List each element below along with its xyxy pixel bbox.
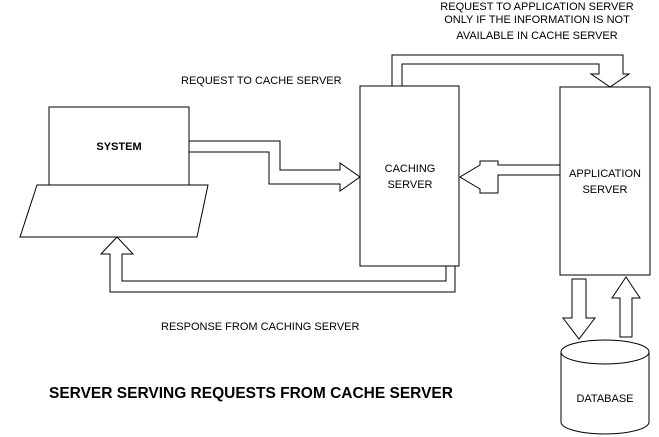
caching-server-box xyxy=(359,85,460,267)
app-to-cache-arrow xyxy=(459,160,561,194)
system-keyboard xyxy=(19,184,209,238)
request-to-app-label-line2: ONLY IF THE INFORMATION IS NOT xyxy=(444,14,630,26)
database-cylinder-rim xyxy=(560,351,650,365)
caching-server-label-line2: SERVER xyxy=(387,179,432,191)
request-to-cache-label: REQUEST TO CACHE SERVER xyxy=(181,75,342,87)
caching-server-node: CACHING SERVER xyxy=(359,85,460,267)
database-cylinder-body xyxy=(560,339,650,435)
diagram-caption: SERVER SERVING REQUESTS FROM CACHE SERVE… xyxy=(49,385,453,402)
application-server-node: APPLICATION SERVER xyxy=(559,86,651,276)
app-to-database-arrow xyxy=(561,278,597,340)
database-node: DATABASE xyxy=(560,339,650,435)
application-server-label-line1: APPLICATION xyxy=(569,168,641,180)
database-to-app-arrow xyxy=(611,276,641,338)
request-to-app-label-line1: REQUEST TO APPLICATION SERVER xyxy=(440,1,633,13)
database-label: DATABASE xyxy=(576,393,633,405)
request-to-app-arrow xyxy=(391,54,631,88)
caching-server-label-line1: CACHING xyxy=(385,163,436,175)
system-laptop: SYSTEM xyxy=(19,106,209,238)
response-from-cache-arrow xyxy=(99,236,456,293)
response-from-cache-label: RESPONSE FROM CACHING SERVER xyxy=(161,321,359,333)
system-screen xyxy=(48,106,190,186)
request-to-app-label-line3: AVAILABLE IN CACHE SERVER xyxy=(456,30,617,42)
application-server-label-line2: SERVER xyxy=(582,184,627,196)
request-to-cache-arrow xyxy=(188,140,361,192)
system-label: SYSTEM xyxy=(96,141,141,153)
application-server-box xyxy=(559,86,651,276)
